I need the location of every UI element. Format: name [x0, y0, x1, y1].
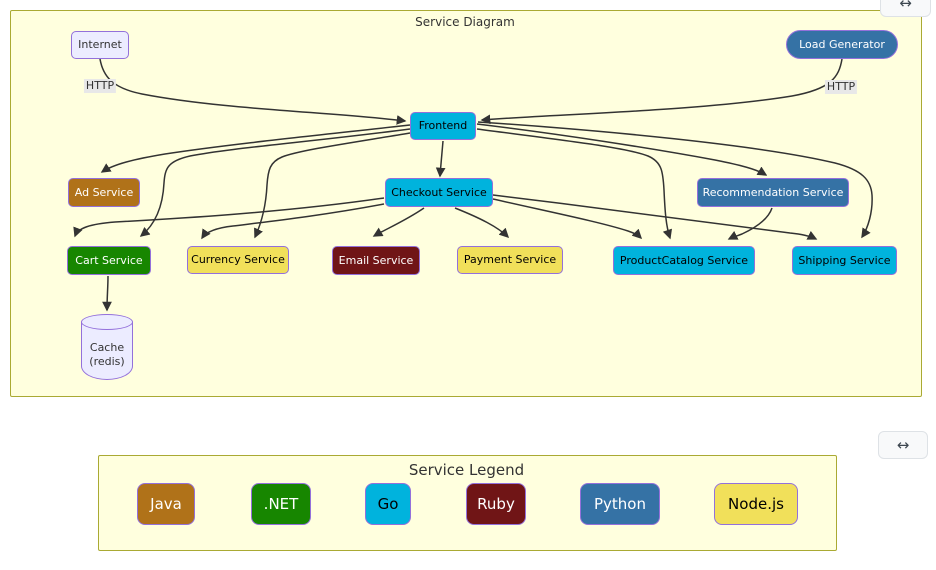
node-frontend: Frontend	[410, 112, 476, 140]
node-load-generator: Load Generator	[786, 30, 898, 59]
legend-chip-go: Go	[365, 483, 411, 525]
legend-resize-button[interactable]: ↔	[878, 431, 928, 459]
edge-label-load-generator-to-frontend: HTTP	[824, 80, 858, 94]
node-cache-redis: Cache (redis)	[81, 314, 133, 380]
edge-label-internet-to-frontend: HTTP	[83, 79, 117, 93]
legend-title: Service Legend	[408, 461, 525, 479]
node-recommendation-service: Recommendation Service	[697, 178, 849, 207]
legend-chip-java: Java	[137, 483, 195, 525]
legend-chip-python: Python	[580, 483, 660, 525]
node-cart-service: Cart Service	[67, 246, 151, 275]
node-ad-service: Ad Service	[68, 178, 140, 207]
node-checkout-service: Checkout Service	[385, 178, 493, 207]
node-email-service: Email Service	[332, 246, 420, 275]
node-shipping-service: Shipping Service	[792, 246, 897, 275]
node-productcatalog-service: ProductCatalog Service	[613, 246, 755, 275]
node-payment-service: Payment Service	[457, 246, 563, 274]
node-label-cache-redis: Cache (redis)	[89, 340, 125, 368]
legend-chip-dotnet: .NET	[251, 483, 311, 525]
node-currency-service: Currency Service	[187, 246, 289, 274]
legend-chip-ruby: Ruby	[466, 483, 526, 525]
legend-chip-nodejs: Node.js	[714, 483, 798, 525]
diagram-title: Service Diagram	[415, 15, 515, 29]
resize-arrows-icon: ↔	[896, 436, 910, 454]
node-internet: Internet	[71, 31, 129, 59]
diagram-resize-button[interactable]: ↔	[880, 0, 931, 17]
resize-arrows-icon: ↔	[899, 0, 912, 12]
